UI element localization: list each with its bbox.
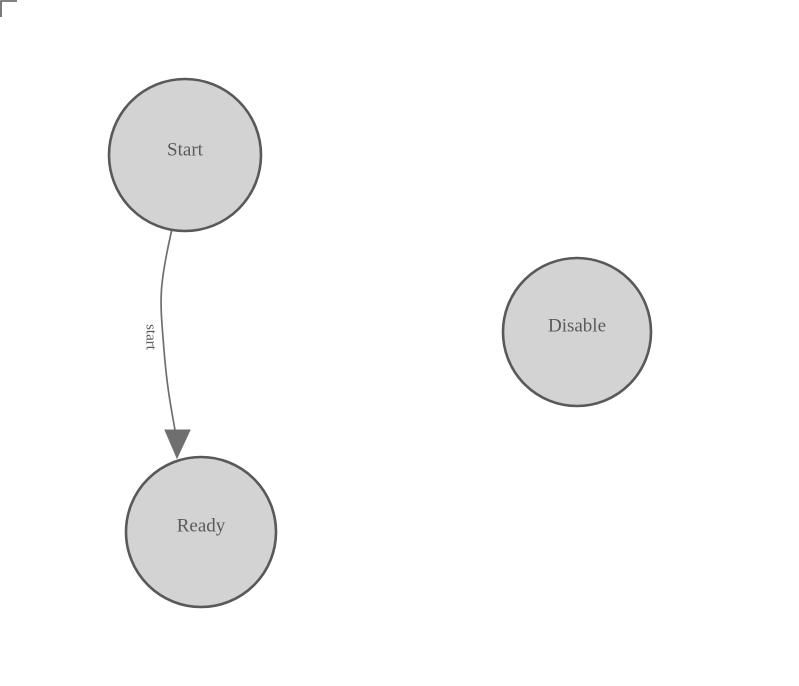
state-node-ready-circle[interactable] [124, 455, 278, 609]
state-node-disable-label: Disable [548, 315, 606, 336]
edge-start-to-ready-path [160, 228, 178, 444]
edge-label-start: start [143, 324, 159, 351]
state-node-disable-circle[interactable] [501, 256, 653, 408]
state-node-start[interactable]: Start [107, 77, 263, 233]
state-node-ready[interactable]: Ready [124, 455, 278, 609]
state-node-disable[interactable]: Disable [501, 256, 653, 408]
top-left-corner-bracket-icon [0, 0, 17, 17]
state-node-start-label: Start [167, 139, 204, 160]
edge-start-to-ready: start [143, 228, 191, 460]
edge-start-to-ready-arrowhead-icon [164, 429, 191, 460]
state-node-start-circle[interactable] [107, 77, 263, 233]
state-node-ready-label: Ready [177, 515, 226, 536]
